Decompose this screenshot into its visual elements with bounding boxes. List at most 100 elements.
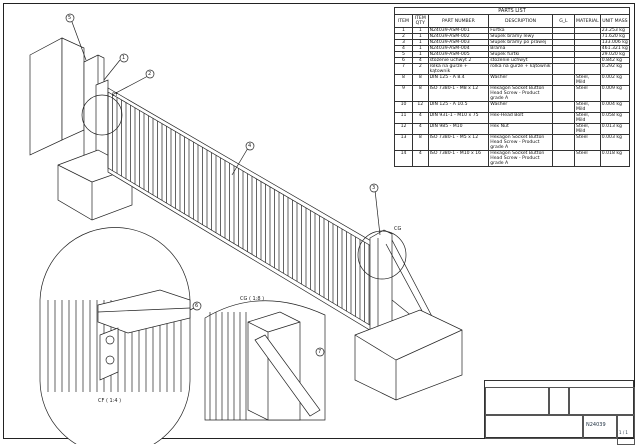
cell-item: 7 <box>394 63 413 75</box>
cell-desc: rolka na gurze + kątownik <box>488 63 553 75</box>
column-header: ITEM QTY <box>411 14 429 28</box>
balloon-label-3: 3 <box>372 185 376 191</box>
drawing-border <box>3 3 635 439</box>
cell-mat: Steel <box>574 150 601 167</box>
balloon-5 <box>65 13 75 23</box>
cell-item: 14 <box>394 150 413 167</box>
cell-mass: 0.013 kg <box>599 123 631 135</box>
cell-desc: Hexagon Socket Button Head Screw - Produ… <box>488 150 553 167</box>
cell-part: DIN 931-1 - M10 x 75 <box>427 112 490 124</box>
column-header: UNIT MASS <box>599 14 631 28</box>
cell-desc: Słupek bramy po prawej <box>488 39 553 46</box>
cell-part: ISO 7380-1 - M5 x 12 <box>427 134 490 151</box>
balloon-label-6: 6 <box>195 303 199 309</box>
callout-cg-label: CG <box>394 226 402 232</box>
cell-mass: 0.003 kg <box>599 134 631 151</box>
balloon-7 <box>315 347 325 357</box>
balloon-4 <box>245 141 255 151</box>
column-header: ITEM <box>394 14 413 28</box>
balloon-label-7: 7 <box>318 349 322 355</box>
cell-mass: 0.002 kg <box>599 74 631 86</box>
cell-mass: 0.058 kg <box>599 112 631 124</box>
cell-mat: Steel, Mild <box>574 101 601 113</box>
detail-cf-view <box>39 227 191 444</box>
detail-cg-view <box>204 300 326 421</box>
cell-gl <box>551 85 576 102</box>
cell-gl <box>551 74 576 86</box>
cell-item: 9 <box>394 85 413 102</box>
cell-qty: 8 <box>411 85 429 102</box>
balloon-label-2: 2 <box>148 71 152 77</box>
cell-qty: 8 <box>411 74 429 86</box>
balloon-label-1: 1 <box>122 55 126 61</box>
wall <box>29 37 63 156</box>
sheet-number: 1 / 1 <box>617 415 635 445</box>
cell-gl <box>551 134 576 151</box>
cell-part: ISO 7380-1 - M10 x 16 <box>427 150 490 167</box>
drawing-number: N24039 <box>583 415 617 439</box>
cell-qty: 4 <box>411 112 429 124</box>
cell-desc: Washer <box>488 74 553 86</box>
cell-qty: 4 <box>411 123 429 135</box>
cell-mat: Steel, Mild <box>574 74 601 86</box>
cell-desc: Washer <box>488 101 553 113</box>
cell-part: DIN 985 - M10 <box>427 123 490 135</box>
designer-cells <box>485 415 583 439</box>
column-header: G_L <box>551 14 576 28</box>
cell-item: 12 <box>394 123 413 135</box>
column-header: DESCRIPTION <box>488 14 553 28</box>
cell-part: rolka na gurze + kątownik <box>427 63 490 75</box>
cell-desc: Hex Nut <box>488 123 553 135</box>
approval-cells <box>549 387 569 415</box>
cell-desc: Hexagon Socket Button Head Screw - Produ… <box>488 85 553 102</box>
cell-desc: Hexagon Socket Button Head Screw - Produ… <box>488 134 553 151</box>
balloon-3 <box>369 183 379 193</box>
cell-mass: 0.018 kg <box>599 150 631 167</box>
company-cells <box>569 387 635 415</box>
cell-mat: Steel <box>574 85 601 102</box>
cell-mass: 0.009 kg <box>599 85 631 102</box>
right-pedestal <box>354 309 463 401</box>
balloon-2 <box>145 69 155 79</box>
cell-part: ISO 7380-1 - M8 x 12 <box>427 85 490 102</box>
column-header: MATERIAL <box>574 14 601 28</box>
cell-gl <box>551 123 576 135</box>
cell-qty: 8 <box>411 134 429 151</box>
cell-gl <box>551 63 576 75</box>
cell-item: 8 <box>394 74 413 86</box>
title-block: N24039 1 / 1 <box>484 380 635 445</box>
cell-gl <box>551 112 576 124</box>
cell-part: DIN 125 - A 10.5 <box>427 101 490 113</box>
cell-qty: 4 <box>411 150 429 167</box>
cell-desc: Hex-Head Bolt <box>488 112 553 124</box>
callout-cf-label: CF <box>112 92 119 98</box>
cell-mass: 461.321 kg <box>599 45 631 52</box>
cell-item: 13 <box>394 134 413 151</box>
parts-list-title: PARTS LIST <box>394 7 630 15</box>
column-header: PART NUMBER <box>427 14 490 28</box>
callout-cf-circle <box>81 94 123 136</box>
balloon-1 <box>119 53 129 63</box>
cell-mat: Steel, Mild <box>574 123 601 135</box>
cell-mass: 0.292 kg <box>599 63 631 75</box>
revision-table <box>485 387 549 415</box>
balloon-6 <box>192 301 202 311</box>
detail-cg-title: CG ( 1:8 ) <box>240 296 265 302</box>
balloon-label-5: 5 <box>68 15 72 21</box>
cell-mat: Steel <box>574 134 601 151</box>
cell-mat: Steel, Mild <box>574 112 601 124</box>
cell-qty: 2 <box>411 63 429 75</box>
cell-part: DIN 125 - A 8.4 <box>427 74 490 86</box>
cell-mat <box>574 63 601 75</box>
